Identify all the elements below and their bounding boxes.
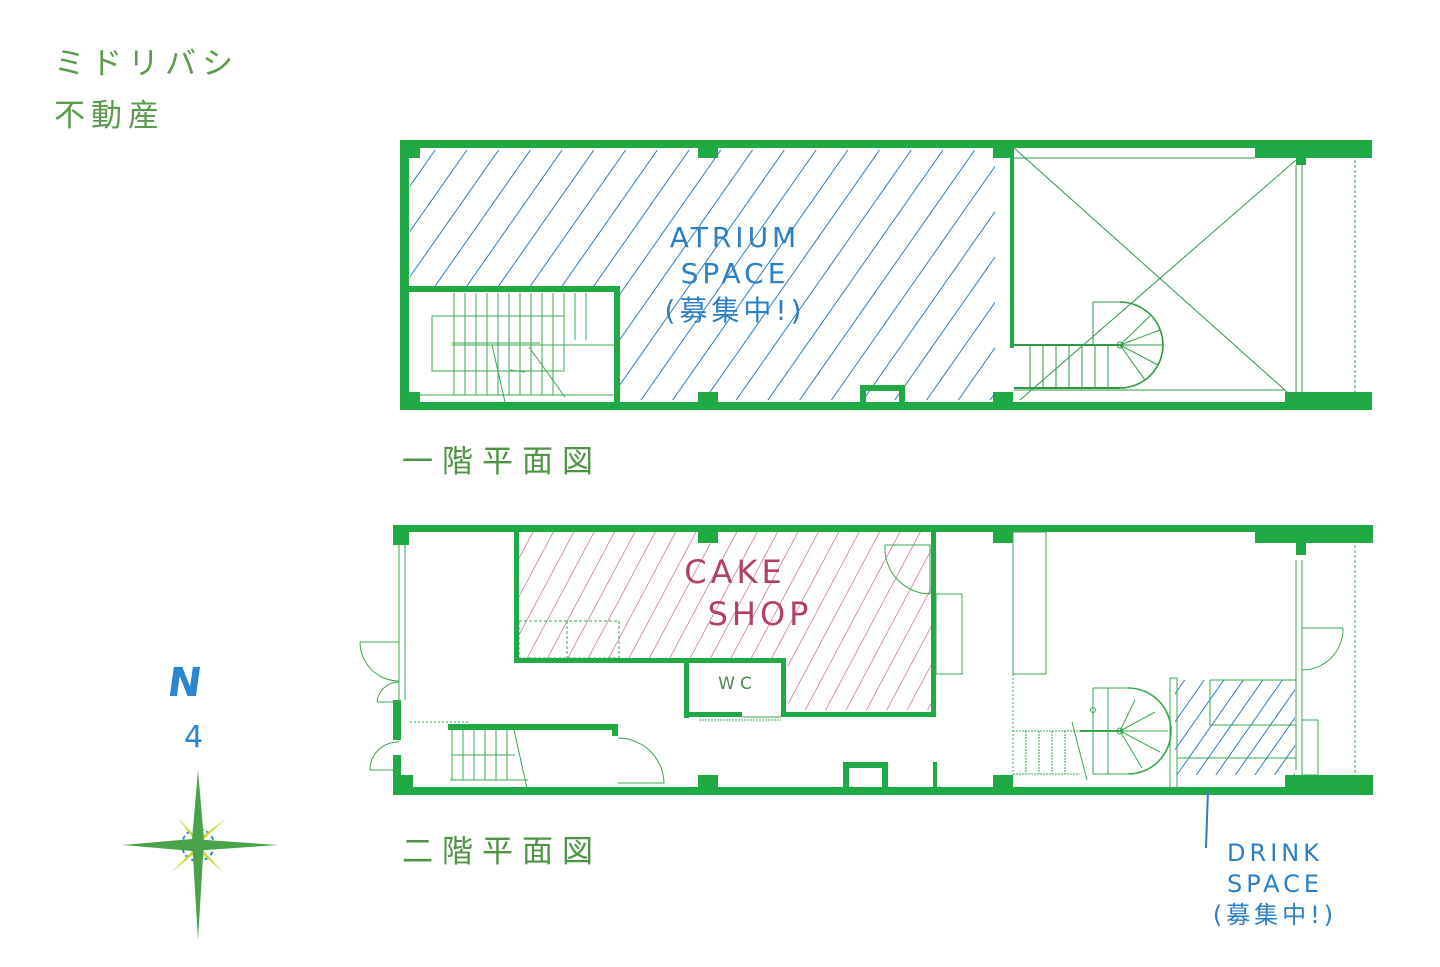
floor-1-walls [400,140,1372,410]
drink-label-line-1: DRINK [1227,839,1323,867]
brand-line-2: 不動産 [54,98,165,134]
compass-rose [122,770,278,940]
cake-label-line-1: CAKE [684,553,786,591]
floor-1-plan [400,140,1372,410]
drink-space-hatch [1175,680,1295,775]
drink-pointer-line [1205,789,1209,849]
compass-north-letter: N [164,660,205,706]
floor-2-details [359,531,1356,789]
wc-label: WC [718,674,757,694]
drink-space-label: DRINK SPACE (募集中!) [1195,838,1355,932]
atrium-label-line-1: ATRIUM [669,221,801,254]
atrium-label-status: (募集中!) [664,293,806,327]
floor-2-walls [393,525,1373,795]
brand-title: ミドリバシ 不動産 [54,38,239,142]
floor-1-label: 一階平面図 [402,444,602,480]
atrium-space-label: ATRIUM SPACE (募集中!) [640,220,830,329]
cake-label-line-2: SHOP [707,594,813,633]
atrium-label-line-2: SPACE [680,257,790,291]
floor-1-void [1013,147,1356,401]
floor-1-stairs [412,293,614,403]
drink-label-line-2: SPACE [1226,870,1324,899]
floor-2-plan [359,525,1373,849]
brand-line-1: ミドリバシ [54,46,239,82]
drink-label-status: (募集中!) [1212,901,1338,930]
floor-2-label: 二階平面図 [402,834,602,870]
cake-shop-label: CAKE SHOP [620,552,850,635]
compass-north-arrow-icon: 4 [184,720,204,755]
